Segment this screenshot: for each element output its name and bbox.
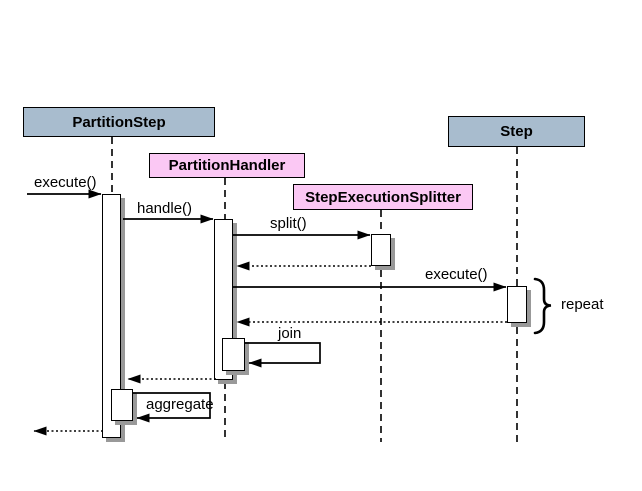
actor-name-partition-step: PartitionStep <box>72 113 166 131</box>
label-join: join <box>278 325 302 342</box>
activation-join-self-call <box>222 338 245 371</box>
repeat-brace <box>533 277 552 335</box>
actor-head-partition-handler: PartitionHandler <box>149 153 305 178</box>
arrow-aggregate-self-call <box>133 392 211 423</box>
activation-aggregate-self-call <box>111 389 133 421</box>
label-handle: handle() <box>137 200 193 217</box>
activation-step <box>507 286 527 323</box>
label-execute-left: execute() <box>34 174 97 191</box>
activation-step-execution-splitter <box>371 234 391 266</box>
label-execute-right: execute() <box>425 266 488 283</box>
actor-head-step: Step <box>448 116 585 147</box>
actor-name-partition-handler: PartitionHandler <box>168 157 286 174</box>
actor-name-step: Step <box>500 123 533 140</box>
actor-head-partition-step: PartitionStep <box>23 107 215 137</box>
actor-name-step-execution-splitter: StepExecutionSplitter <box>305 188 461 206</box>
actor-head-step-execution-splitter: StepExecutionSplitter <box>293 184 473 210</box>
activation-partition-step <box>102 194 121 438</box>
arrow-join-self-call <box>245 342 321 368</box>
label-split: split() <box>270 215 307 232</box>
label-repeat: repeat <box>561 296 604 313</box>
label-aggregate: aggregate <box>146 396 214 413</box>
